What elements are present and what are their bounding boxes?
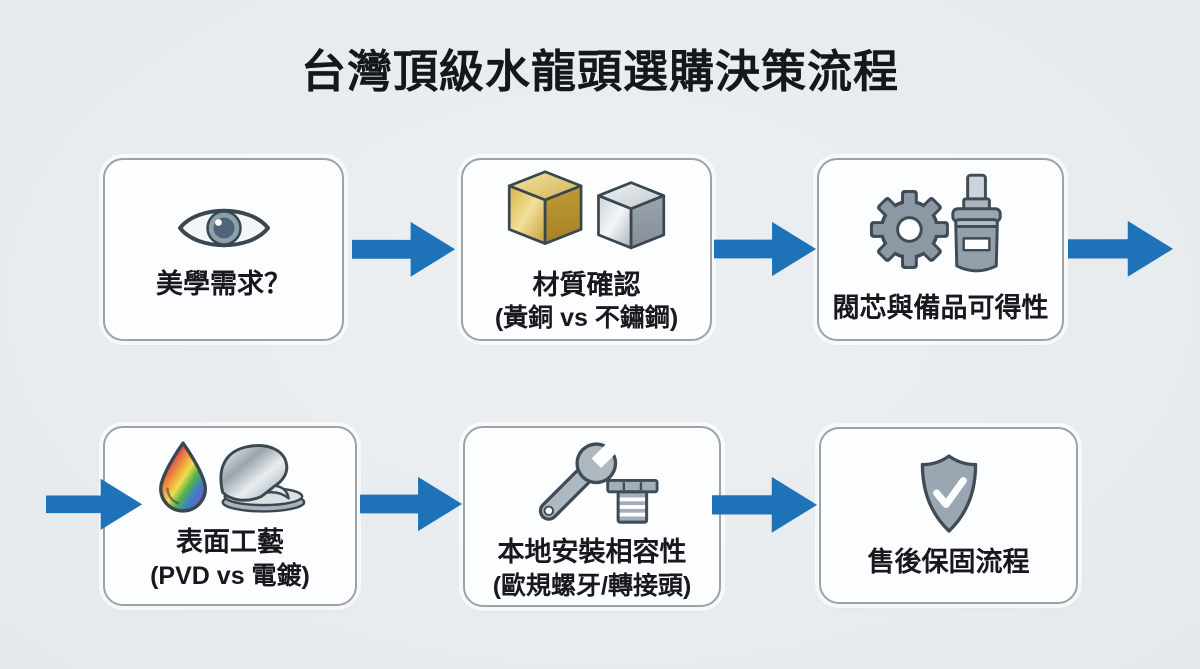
step-sublabel: (黃銅 vs 不鏽鋼) [494,304,679,333]
flow-arrow-right [360,476,463,532]
step-card-warranty: 售後保固流程 [819,427,1078,604]
step-label: 閥芯與備品可得性 [832,293,1049,324]
step-label: 材質確認 [532,269,641,300]
flow-arrow-row-entry [46,478,143,530]
flow-arrow-right [714,221,817,277]
flow-arrow-right [712,476,818,533]
eye-icon [177,208,270,247]
page-title: 台灣頂級水龍頭選購決策流程 [300,46,899,97]
flow-arrow-right [352,221,456,277]
step-card-finish: 表面工藝 (PVD vs 電鍍) [103,426,357,606]
valve-cartridge-icon [950,173,1002,273]
step-sublabel: (PVD vs 電鍍) [150,561,310,590]
brass-cube-icon [507,170,583,245]
step-label: 本地安裝相容性 [497,537,687,568]
step-label: 售後保固流程 [867,546,1030,577]
step-card-material: 材質確認 (黃銅 vs 不鏽鋼) [461,158,712,341]
step-card-aesthetics: 美學需求？ [103,158,344,341]
step-label: 美學需求？ [156,268,291,299]
rainbow-droplet-icon [158,441,207,513]
gear-icon [869,190,949,270]
wrench-icon [538,434,626,522]
bolt-icon [605,479,659,524]
step-card-cartridge: 閥芯與備品可得性 [817,158,1064,341]
step-label: 表面工藝 [175,527,284,558]
flow-arrow-row-exit [1068,220,1174,277]
step-sublabel: (歐規螺牙/轉接頭) [492,571,692,600]
steel-cube-icon [597,180,666,250]
step-card-installation: 本地安裝相容性 (歐規螺牙/轉接頭) [463,426,721,607]
coating-sheet-icon [218,444,305,513]
shield-check-icon [920,454,977,533]
